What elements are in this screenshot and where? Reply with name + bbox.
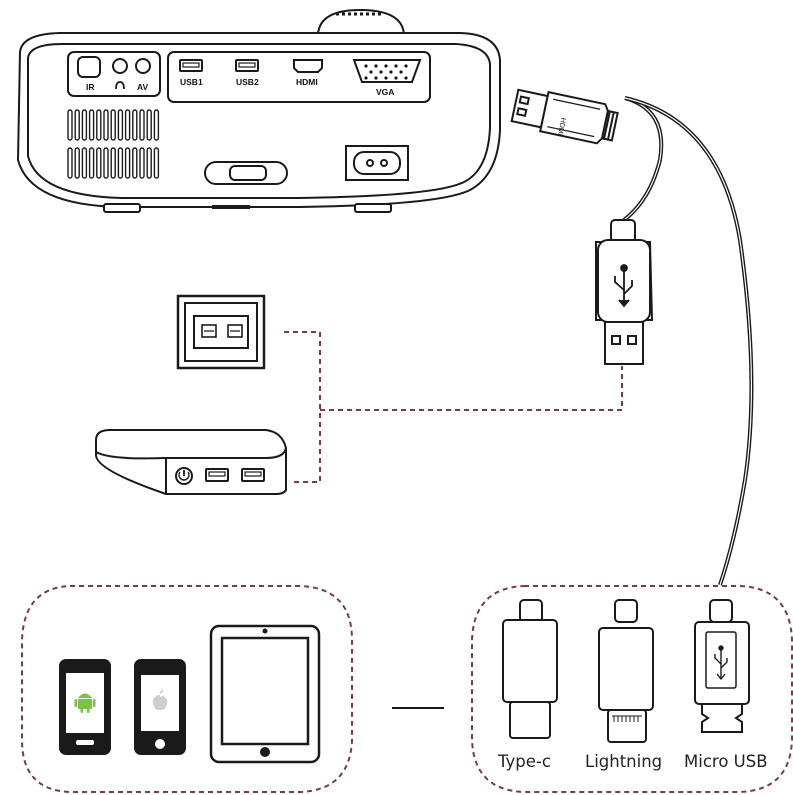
usb-a-plug: [596, 220, 652, 364]
power-source-dashed-lines: [284, 332, 622, 482]
label-av: AV: [137, 82, 149, 92]
connectors-group: Type-c Lightning Micro USB: [472, 586, 792, 792]
label-ir: IR: [86, 82, 95, 92]
label-vga: VGA: [376, 87, 394, 97]
hdmi-plug: HDMI: [511, 86, 619, 146]
projector-foot-right: [355, 204, 391, 212]
power-bank: [96, 430, 286, 494]
type-c-connector: [503, 600, 557, 738]
apple-phone: [135, 660, 185, 754]
label-type-c: Type-c: [497, 752, 551, 771]
devices-group: [22, 586, 352, 792]
label-hdmi: HDMI: [296, 77, 318, 87]
projector-back-panel: [18, 10, 500, 212]
cable-to-usb: [624, 98, 661, 220]
hdmi-usb-cable: HDMI: [511, 86, 752, 585]
lightning-connector: [599, 600, 653, 742]
label-micro-usb: Micro USB: [684, 752, 768, 771]
wall-outlet: [178, 296, 264, 368]
projector-foot-left: [104, 204, 140, 212]
label-usb1: USB1: [180, 77, 203, 87]
tablet: [211, 626, 319, 762]
micro-usb-connector: [695, 600, 749, 732]
label-usb2: USB2: [236, 77, 259, 87]
android-phone: [60, 660, 110, 754]
label-lightning: Lightning: [585, 752, 662, 771]
